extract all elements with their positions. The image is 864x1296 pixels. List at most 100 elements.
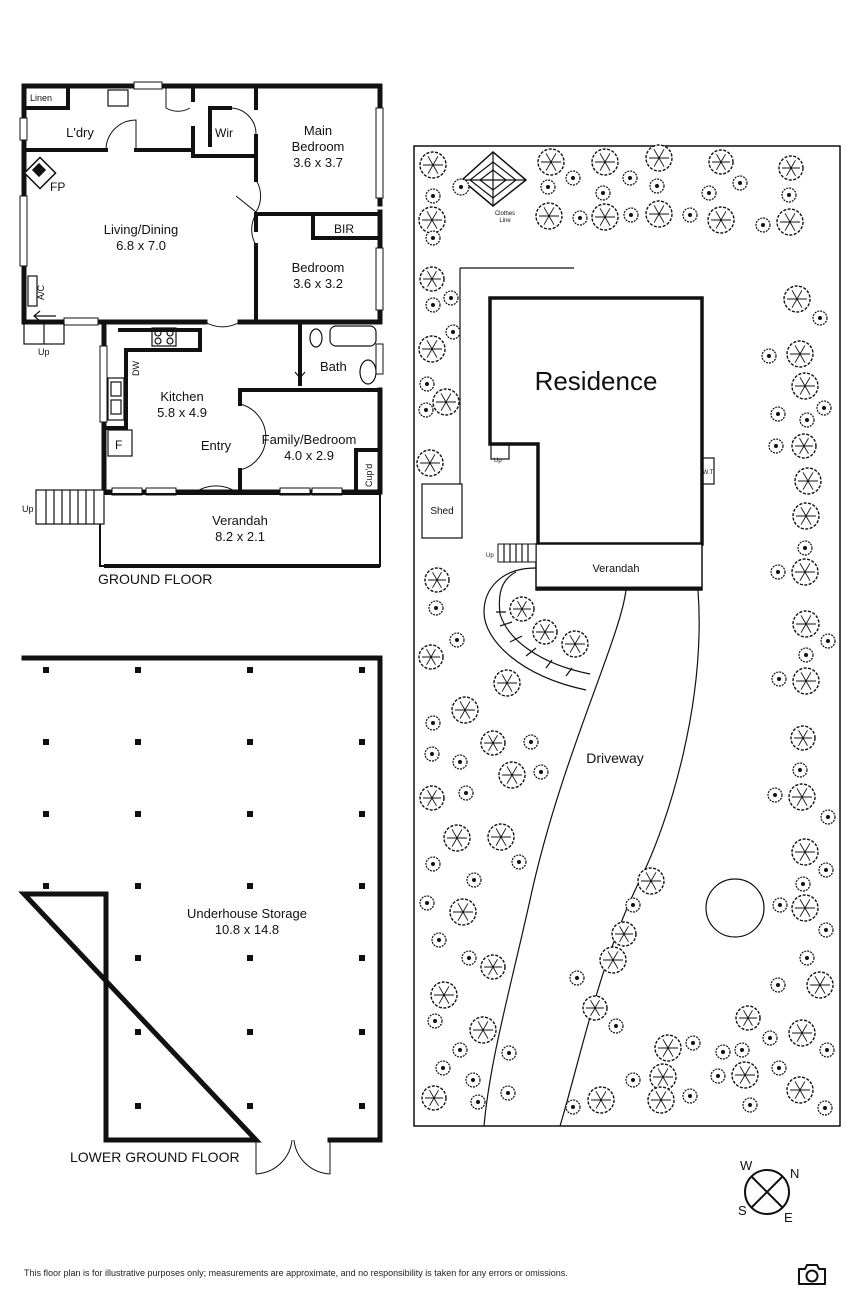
door-swing-icon: [229, 107, 257, 135]
tree-icon: [498, 761, 526, 789]
tree-icon: [645, 144, 673, 172]
tree-icon: [470, 1094, 486, 1110]
tree-icon: [424, 567, 450, 593]
tree-icon: [569, 970, 585, 986]
tree-icon: [637, 867, 665, 895]
tree-icon: [685, 1035, 701, 1051]
main-bedroom-label-1: Main: [304, 123, 332, 138]
ac-unit: [27, 275, 38, 307]
tree-icon: [418, 402, 434, 418]
water-tank-label: W.T: [703, 470, 714, 476]
toilet-icon: [309, 328, 323, 348]
tree-icon: [418, 644, 444, 670]
tree-icon: [587, 1086, 615, 1114]
basin-icon: [359, 359, 377, 385]
tree-icon: [649, 1063, 677, 1091]
storage-post: [135, 667, 141, 673]
kitchen-size: 5.8 x 4.9: [157, 405, 207, 420]
stair-icon: [35, 489, 105, 525]
driveway-label: Driveway: [586, 750, 644, 766]
tree-icon: [419, 376, 435, 392]
family-bedroom-size: 4.0 x 2.9: [284, 448, 334, 463]
main-bedroom-size: 3.6 x 3.7: [293, 155, 343, 170]
fridge-box: [107, 429, 133, 457]
tree-icon: [791, 433, 817, 459]
window-icon: [375, 107, 384, 199]
tree-icon: [791, 372, 819, 400]
fireplace-label: FP: [50, 180, 65, 194]
tree-icon: [443, 824, 471, 852]
door-swing-icon: [105, 119, 137, 151]
stove-icon: [151, 327, 177, 347]
tree-icon: [781, 187, 797, 203]
tree-icon: [772, 897, 788, 913]
tree-icon: [452, 1042, 468, 1058]
tree-icon: [500, 1085, 516, 1101]
tree-icon: [565, 1099, 581, 1115]
site-up-label-2: Up: [494, 458, 502, 464]
living-dining-size: 6.8 x 7.0: [116, 238, 166, 253]
tree-icon: [791, 838, 819, 866]
tree-icon: [819, 1042, 835, 1058]
lower-ground-floor: Underhouse Storage 10.8 x 14.8 LOWER GRO…: [18, 655, 383, 1175]
tree-icon: [788, 783, 816, 811]
tree-icon: [487, 823, 515, 851]
tree-icon: [595, 185, 611, 201]
tree-icon: [608, 1018, 624, 1034]
door-swing-icon: [195, 485, 237, 493]
window-icon: [133, 81, 163, 90]
tree-icon: [445, 324, 461, 340]
tree-icon: [533, 764, 549, 780]
tree-group: [416, 144, 836, 1116]
tree-icon: [452, 178, 470, 196]
site-plan: Clothes Line Residence Shed Up Up W.T Ve…: [413, 144, 841, 1127]
tree-icon: [493, 669, 521, 697]
storage-post: [359, 811, 365, 817]
linen-label: Linen: [30, 93, 52, 103]
garden-circle: [705, 878, 765, 938]
door-swing-icon: [255, 1139, 331, 1175]
tree-icon: [480, 730, 506, 756]
tree-icon: [419, 266, 445, 292]
storage-post: [43, 883, 49, 889]
tree-icon: [443, 290, 459, 306]
tree-icon: [435, 1060, 451, 1076]
laundry-label: L'dry: [66, 125, 94, 140]
cupboard-label: Cup'd: [364, 464, 374, 487]
tree-icon: [654, 1034, 682, 1062]
storage-post: [247, 811, 253, 817]
lower-ground-title: LOWER GROUND FLOOR: [70, 1149, 240, 1165]
terrace-curve: [483, 567, 591, 691]
tree-icon: [523, 734, 539, 750]
storage-post: [359, 955, 365, 961]
compass-s: S: [738, 1203, 747, 1218]
tree-icon: [449, 898, 477, 926]
storage-post: [359, 883, 365, 889]
tree-icon: [707, 206, 735, 234]
tree-icon: [591, 203, 619, 231]
fridge-label: F: [115, 438, 122, 452]
bedroom-label: Bedroom: [292, 260, 345, 275]
door-swing-icon: [204, 321, 241, 328]
tree-icon: [791, 894, 819, 922]
tree-icon: [449, 632, 465, 648]
dw-label: DW: [131, 361, 141, 376]
tree-icon: [788, 1019, 816, 1047]
wir-walls: [191, 84, 258, 158]
tree-icon: [734, 1042, 750, 1058]
entry-label: Entry: [201, 438, 232, 453]
tree-icon: [806, 971, 834, 999]
tree-icon: [820, 809, 836, 825]
clothes-line-label-1: Clothes: [495, 211, 515, 217]
door-swing-icon: [165, 86, 191, 112]
tree-icon: [771, 1060, 787, 1076]
tree-icon: [622, 170, 638, 186]
family-bedroom-label: Family/Bedroom: [262, 432, 357, 447]
tree-icon: [649, 178, 665, 194]
bir-label: BIR: [334, 222, 354, 236]
tree-icon: [582, 995, 608, 1021]
tree-icon: [770, 977, 786, 993]
tree-icon: [710, 1068, 726, 1084]
compass-icon: W N S E: [738, 1158, 799, 1225]
tree-icon: [465, 1072, 481, 1088]
